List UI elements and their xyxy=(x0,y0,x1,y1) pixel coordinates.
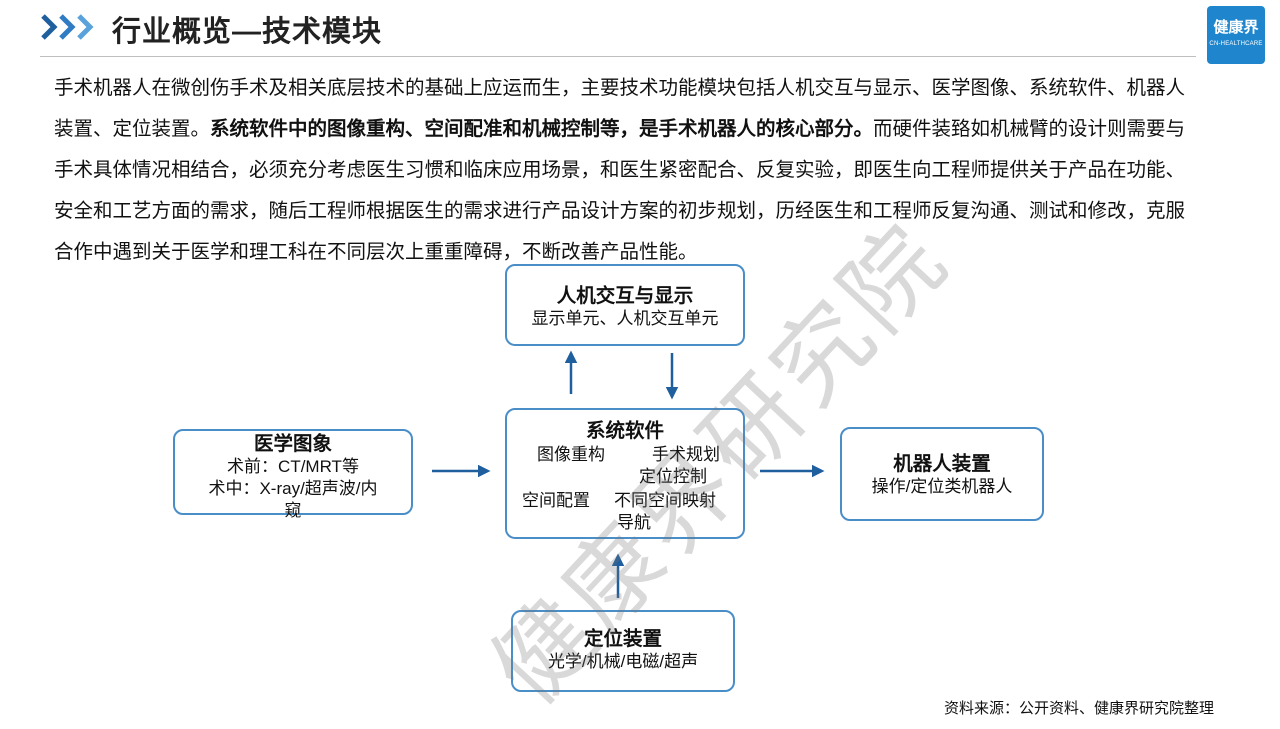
software-item-image-reconstruction: 图像重构 xyxy=(537,445,605,464)
source-note: 资料来源：公开资料、健康界研究院整理 xyxy=(943,700,1214,717)
intro-text-bold: 系统软件中的图像重构、空间配准和机械控制等，是手术机器人的核心部分。 xyxy=(210,118,874,140)
hmi-node: 人机交互与显示 显示单元、人机交互单元 xyxy=(505,264,745,346)
software-item-navigation: 导航 xyxy=(617,513,651,532)
software-item-space-mapping: 不同空间映射 xyxy=(614,491,716,510)
intro-paragraph: 手术机器人在微创伤手术及相关底层技术的基础上应运而生，主要技术功能模块包括人机交… xyxy=(54,68,1186,273)
imaging-line-3: 窥 xyxy=(284,501,302,520)
chevrons-icon xyxy=(41,14,94,40)
brand-logo: 健康界 CN-HEALTHCARE xyxy=(1207,6,1265,64)
hmi-desc: 显示单元、人机交互单元 xyxy=(531,309,719,328)
page-title: 行业概览—技术模块 xyxy=(112,16,383,48)
imaging-node: 医学图象 术前：CT/MRT等 术中：X-ray/超声波/内 窥 xyxy=(173,429,413,520)
imaging-title: 医学图象 xyxy=(253,433,332,455)
locator-title: 定位装置 xyxy=(583,628,662,650)
robot-desc: 操作/定位类机器人 xyxy=(871,477,1013,496)
software-item-positioning-control: 定位控制 xyxy=(639,467,707,486)
intro-text-1: 手术机器人在微创伤手术及相关底层技术的基础上应运而生，主要技术功能模块包括人机交… xyxy=(54,77,1186,140)
logo-subtext: CN-HEALTHCARE xyxy=(1209,41,1263,47)
software-node: 系统软件 图像重构 手术规划 定位控制 空间配置 不同空间映射 导航 xyxy=(505,408,745,539)
robot-node: 机器人装置 操作/定位类机器人 xyxy=(840,427,1044,521)
logo-text: 健康界 xyxy=(1213,19,1259,36)
locator-desc: 光学/机械/电磁/超声 xyxy=(547,652,699,671)
software-item-space-configuration: 空间配置 xyxy=(522,491,590,510)
robot-title: 机器人装置 xyxy=(893,453,991,475)
intro-text-2: 而硬件装臵如机械臂的设计则需要与手术具体情况相结合，必须充分考虑医生习惯和临床应… xyxy=(54,118,1186,263)
header-divider xyxy=(40,56,1196,57)
imaging-line-1: 术前：CT/MRT等 xyxy=(227,457,359,476)
hmi-title: 人机交互与显示 xyxy=(556,285,694,307)
software-title: 系统软件 xyxy=(585,420,664,442)
software-item-surgical-planning: 手术规划 xyxy=(652,445,720,464)
imaging-line-2: 术中：X-ray/超声波/内 xyxy=(208,479,378,498)
locator-node: 定位装置 光学/机械/电磁/超声 xyxy=(511,610,735,692)
